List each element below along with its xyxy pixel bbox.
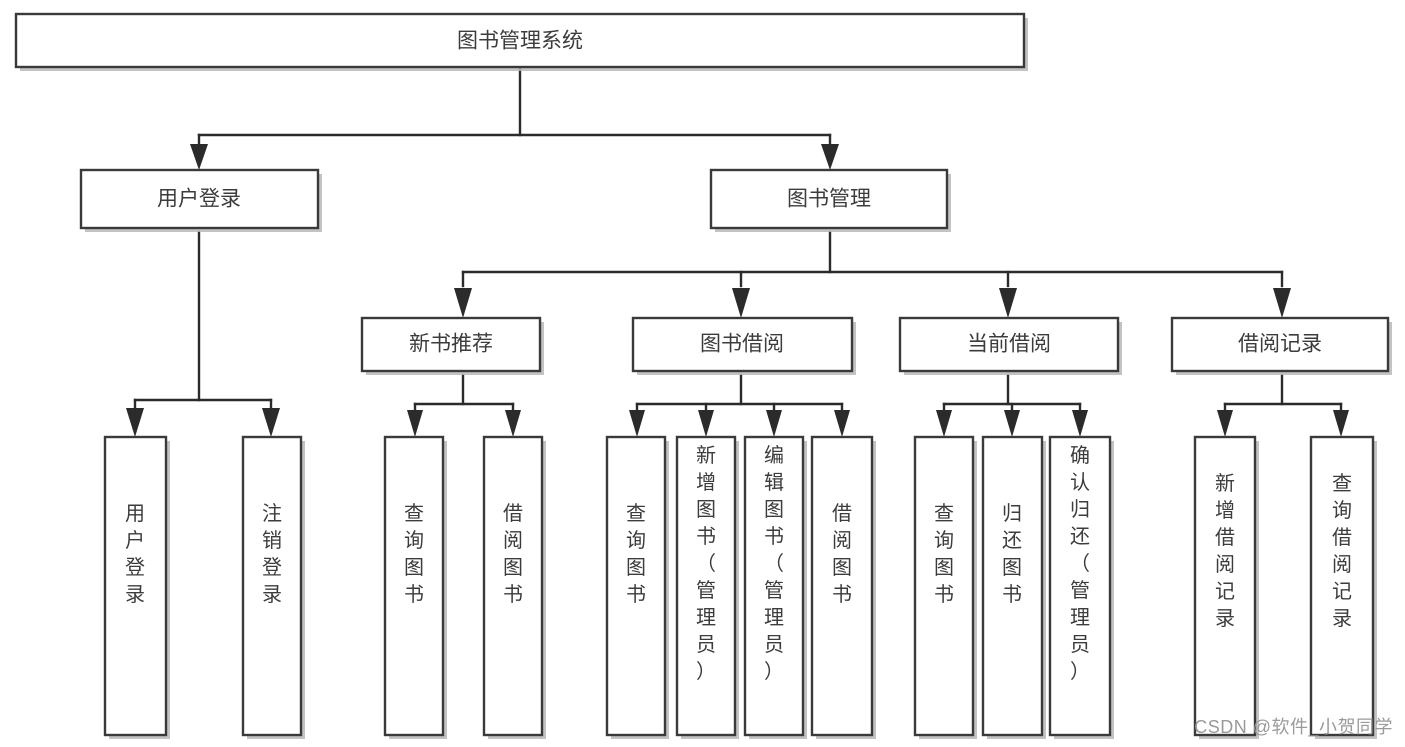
book-management-box — [709, 168, 949, 230]
node-leaf-return-book[interactable]: 归还图书 — [981, 435, 1046, 739]
arrow-to-leaf-query-book-2 — [629, 410, 645, 437]
node-leaf-query-book-2[interactable]: 查询图书 — [605, 435, 669, 739]
node-leaf-add-record[interactable]: 新增借阅记录 — [1193, 435, 1259, 739]
root-label: 图书管理系统 — [457, 30, 583, 53]
leaf-return-book-label: 归还图书 — [1002, 502, 1022, 606]
leaf-user-login-label: 用户登录 — [125, 503, 145, 606]
leaf-query-book-3-box — [913, 435, 975, 737]
arrow-to-new-book-recommend — [454, 288, 472, 318]
arrow-to-book-management — [821, 144, 839, 170]
arrow-to-borrow-record — [1273, 288, 1291, 318]
arrow-to-leaf-add-book — [698, 410, 714, 437]
leaf-query-record-box — [1309, 435, 1375, 737]
node-root[interactable]: 图书管理系统 — [14, 12, 1028, 71]
leaf-add-book-label: 新增图书（管理员） — [696, 444, 716, 683]
arrow-to-leaf-return-book — [1004, 410, 1020, 437]
node-current-borrow[interactable]: 当前借阅 — [898, 316, 1122, 375]
node-leaf-query-record[interactable]: 查询借阅记录 — [1309, 435, 1377, 739]
arrow-to-leaf-borrow-book-1 — [505, 410, 521, 437]
leaf-query-book-1-box — [383, 435, 445, 737]
user-login-label: 用户登录 — [157, 188, 241, 211]
arrow-to-leaf-query-record — [1333, 410, 1349, 437]
borrow-record-label: 借阅记录 — [1238, 333, 1322, 356]
node-leaf-confirm-return[interactable]: 确认归还（管理员） — [1048, 435, 1114, 739]
book-borrow-box — [631, 316, 854, 373]
node-book-borrow[interactable]: 图书借阅 — [631, 316, 856, 375]
leaf-add-record-box — [1193, 435, 1257, 737]
leaf-borrow-book-1-label: 借阅图书 — [503, 502, 523, 606]
connector-layer — [126, 65, 1349, 437]
current-borrow-box — [898, 316, 1120, 373]
node-leaf-edit-book[interactable]: 编辑图书（管理员） — [743, 435, 807, 739]
arrow-to-leaf-confirm-return — [1072, 410, 1088, 437]
leaf-query-record-label: 查询借阅记录 — [1332, 472, 1352, 630]
arrow-to-leaf-query-book-3 — [936, 410, 952, 437]
leaf-add-record-label: 新增借阅记录 — [1215, 472, 1235, 630]
leaf-confirm-return-label: 确认归还（管理员） — [1070, 444, 1090, 683]
csdn-watermark: CSDN @软件_小贺同学 — [1194, 717, 1393, 737]
arrow-to-current-borrow — [999, 288, 1017, 318]
arrow-to-leaf-user-login — [126, 408, 144, 437]
leaf-borrow-book-1-box — [482, 435, 544, 737]
leaf-user-login-box — [103, 435, 168, 737]
node-leaf-borrow-book-1[interactable]: 借阅图书 — [482, 435, 546, 739]
current-borrow-label: 当前借阅 — [967, 333, 1051, 356]
node-leaf-user-login[interactable]: 用户登录 — [103, 435, 170, 739]
leaf-add-book-box — [675, 435, 737, 737]
arrow-to-user-login — [190, 144, 208, 170]
leaf-return-book-box — [981, 435, 1044, 737]
node-leaf-query-book-1[interactable]: 查询图书 — [383, 435, 447, 739]
book-borrow-label: 图书借阅 — [700, 333, 784, 356]
borrow-record-box — [1170, 316, 1390, 373]
node-leaf-user-logout[interactable]: 注销登录 — [241, 435, 305, 739]
new-book-recommend-box — [360, 316, 542, 373]
node-book-management[interactable]: 图书管理 — [709, 168, 951, 232]
node-borrow-record[interactable]: 借阅记录 — [1170, 316, 1392, 375]
leaf-user-logout-box — [241, 435, 303, 737]
leaf-query-book-1-label: 查询图书 — [404, 502, 424, 606]
arrow-to-leaf-borrow-book-2 — [834, 410, 850, 437]
leaf-edit-book-label: 编辑图书（管理员） — [764, 444, 784, 683]
node-user-login[interactable]: 用户登录 — [79, 168, 322, 232]
leaf-query-book-3-label: 查询图书 — [934, 502, 954, 606]
node-leaf-borrow-book-2[interactable]: 借阅图书 — [810, 435, 876, 739]
leaf-user-logout-label: 注销登录 — [262, 502, 282, 606]
arrow-to-leaf-query-book-1 — [407, 410, 423, 437]
leaf-query-book-2-label: 查询图书 — [626, 502, 646, 606]
node-leaf-add-book[interactable]: 新增图书（管理员） — [675, 435, 739, 739]
leaf-borrow-book-2-label: 借阅图书 — [832, 502, 852, 606]
arrow-to-leaf-edit-book — [766, 410, 782, 437]
leaf-confirm-return-box — [1048, 435, 1112, 737]
user-login-box — [79, 168, 320, 230]
node-leaf-query-book-3[interactable]: 查询图书 — [913, 435, 977, 739]
leaf-query-book-2-box — [605, 435, 667, 737]
arrow-to-book-borrow — [732, 288, 750, 318]
book-management-label: 图书管理 — [787, 188, 871, 211]
leaf-edit-book-box — [743, 435, 805, 737]
node-new-book-recommend[interactable]: 新书推荐 — [360, 316, 544, 375]
new-book-recommend-label: 新书推荐 — [409, 333, 493, 356]
arrow-to-leaf-add-record — [1217, 410, 1233, 437]
arrow-to-leaf-user-logout — [262, 408, 280, 437]
root-box — [14, 12, 1026, 69]
leaf-borrow-book-2-box — [810, 435, 874, 737]
